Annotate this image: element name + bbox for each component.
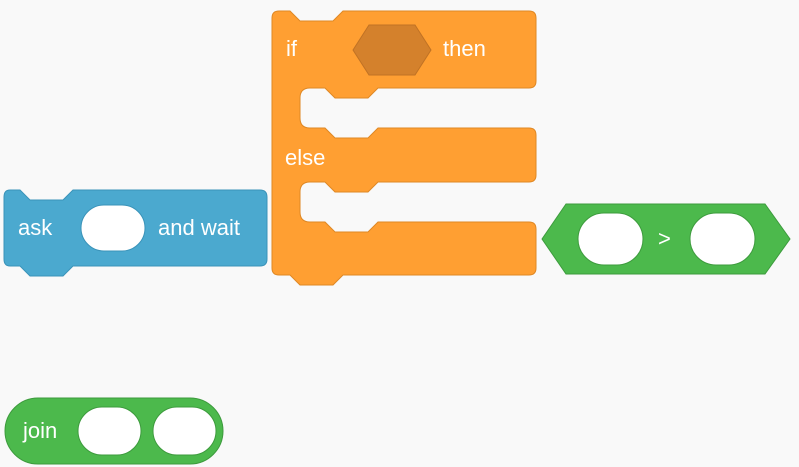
- then-label: then: [443, 36, 486, 61]
- join-left-input[interactable]: [77, 406, 142, 456]
- join-label: join: [23, 418, 58, 443]
- and-wait-label: and wait: [158, 215, 240, 240]
- else-label: else: [285, 145, 326, 170]
- ask-text-input[interactable]: [80, 204, 146, 252]
- condition-slot[interactable]: [352, 24, 432, 76]
- join-block[interactable]: [4, 397, 224, 465]
- greater-than-block[interactable]: [541, 203, 791, 275]
- ask-label: ask: [18, 215, 53, 240]
- if-label: if: [286, 36, 297, 61]
- ask-and-wait-block[interactable]: [3, 189, 268, 277]
- if-then-else-body: [271, 10, 537, 286]
- greater-than-operator: >: [658, 226, 671, 251]
- greater-than-left-input[interactable]: [577, 212, 644, 266]
- if-then-else-block[interactable]: [271, 10, 537, 286]
- join-right-input[interactable]: [152, 406, 217, 456]
- greater-than-right-input[interactable]: [689, 212, 756, 266]
